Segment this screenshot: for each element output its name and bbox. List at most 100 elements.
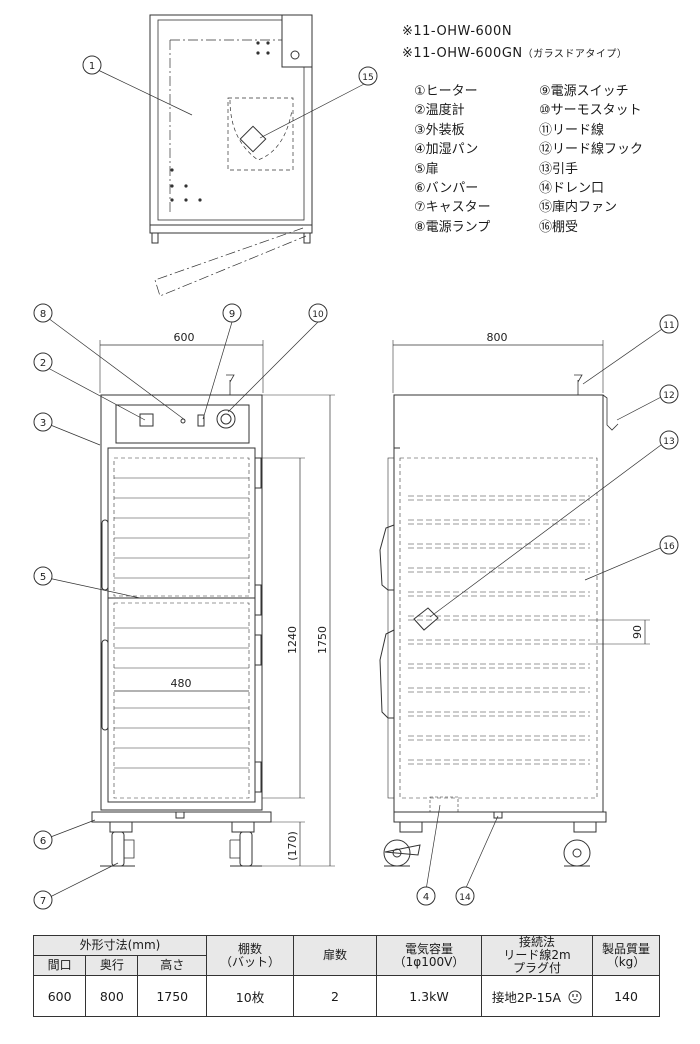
legend-item-lead-wire-hook: ⑫リード線フック: [539, 142, 644, 158]
spec-connection: 接地2P-15A: [481, 975, 593, 1017]
hinge-3: [254, 634, 262, 666]
lead-wire-hook: [602, 394, 619, 431]
spec-header-shelves: 棚数（バット）: [206, 935, 294, 976]
callout-leaders: [47, 69, 666, 899]
spec-header-shelves-line2: （バット）: [219, 954, 280, 969]
model-type-note: （ガラスドアタイプ）: [522, 49, 628, 60]
legend-item-drain: ⑭ドレン口: [539, 181, 605, 197]
spec-shelves: 10枚: [206, 975, 294, 1017]
side-handle-upper: [379, 524, 395, 591]
cabinet-drawing: 600 480: [33, 14, 679, 910]
callout-16-number: 16: [663, 542, 675, 552]
top-view-fan: [239, 125, 267, 153]
callout-11-number: 11: [663, 321, 674, 331]
callout-12: 12: [659, 384, 679, 404]
legend-item-shelf-rail: ⑯棚受: [539, 219, 579, 235]
lead-wire-top: [226, 374, 235, 395]
top-view-foot-right: [303, 232, 311, 244]
hinge-2: [254, 584, 262, 616]
top-view-foot-left: [151, 232, 159, 244]
caster-brake: [384, 844, 421, 856]
dim-caster-height: (170): [286, 831, 299, 861]
callout-5-number: 5: [40, 572, 46, 583]
top-view: [149, 14, 313, 297]
front-caster-left: [111, 831, 125, 867]
power-lamp: [180, 418, 186, 424]
dim-front-width: 600: [174, 331, 195, 344]
callout-12-number: 12: [663, 391, 674, 401]
parts-legend-left: ①ヒーター ②温度計 ③外装板 ④加湿パン ⑤扉 ⑥バンパー ⑦キャスター ⑧電…: [414, 82, 554, 237]
side-caster-mount-front: [399, 821, 423, 833]
top-view-bumper: [149, 224, 313, 234]
spec-header-connection-line1: 接続法: [518, 935, 555, 949]
callout-2-number: 2: [40, 358, 46, 369]
control-panel: [115, 404, 250, 444]
spec-header-outer-dims: 外形寸法(mm): [33, 935, 207, 956]
spec-header-connection-line2: リード線2m: [503, 948, 571, 962]
legend-item-bumper: ⑥バンパー: [414, 181, 479, 197]
spec-row: 600 800 1750 10枚 2 1.3kW 接地2P-15A 140: [32, 975, 660, 1017]
legend-item-caster: ⑦キャスター: [414, 200, 491, 216]
parts-legend-right: ⑨電源スイッチ ⑩サーモスタット ⑪リード線 ⑫リード線フック ⑬引手 ⑭ドレン…: [539, 82, 679, 237]
callout-3-number: 3: [40, 418, 46, 429]
front-view: 600 480: [91, 331, 335, 867]
callout-8-number: 8: [40, 309, 46, 320]
dim-side-depth: 800: [487, 331, 508, 344]
side-lead-wire: [574, 374, 583, 395]
legend-item-handle: ⑬引手: [539, 161, 579, 177]
front-caster-mount-left: [109, 821, 133, 833]
callout-10: 10: [308, 303, 328, 323]
hinge-1: [254, 457, 262, 489]
side-caster-wheel-rear: [563, 839, 591, 867]
callout-6: 6: [33, 830, 53, 850]
dim-inner-width: 480: [171, 677, 192, 690]
spec-power: 1.3kW: [376, 975, 482, 1017]
legend-item-power-switch: ⑨電源スイッチ: [539, 84, 629, 99]
spec-header-doors: 扉数: [293, 935, 377, 976]
legend-item-fan: ⑮庫内ファン: [539, 200, 618, 216]
spec-weight: 140: [592, 975, 660, 1017]
hinge-4: [254, 761, 262, 793]
callout-1: 1: [82, 55, 102, 75]
top-view-door-swing: [154, 227, 307, 297]
front-bumper: [91, 811, 272, 823]
model-name-glass-main: ※11-OHW-600GN: [402, 46, 523, 61]
callout-13: 13: [659, 430, 679, 450]
spec-header-depth: 奥行: [85, 955, 139, 976]
callout-4-number: 4: [423, 892, 429, 903]
top-view-knob: [290, 50, 300, 60]
callout-4: 4: [416, 886, 436, 906]
thermostat-center: [220, 413, 232, 425]
thermostat-dial: [216, 409, 236, 429]
lower-door: [107, 597, 256, 803]
legend-item-power-lamp: ⑧電源ランプ: [414, 219, 491, 235]
spec-header-weight: 製品質量（kg）: [592, 935, 660, 976]
callout-1-number: 1: [89, 61, 95, 72]
spec-header-power-line2: （1φ100V）: [393, 954, 465, 969]
callout-7-number: 7: [40, 896, 46, 907]
spec-table: 外形寸法(mm) 棚数（バット） 扉数 電気容量（1φ100V） 接続法リード線…: [32, 935, 660, 1017]
dim-total-height: 1750: [316, 626, 329, 654]
callout-7: 7: [33, 890, 53, 910]
side-drain: [493, 811, 503, 819]
model-name-glass: ※11-OHW-600GN（ガラスドアタイプ）: [402, 45, 627, 61]
side-caster-mount-rear: [573, 821, 597, 833]
front-shelf-marks: [114, 477, 249, 769]
spec-header-shelves-line1: 棚数: [237, 941, 262, 956]
lower-door-handle: [101, 639, 109, 731]
top-view-fan-area: [227, 97, 294, 171]
callout-16: 16: [659, 535, 679, 555]
power-switch: [197, 414, 205, 427]
side-pull-handle: [413, 607, 439, 631]
side-shelf-rails: [408, 495, 590, 765]
legend-item-outer-panel: ③外装板: [414, 122, 465, 138]
spec-connection-text: 接地2P-15A: [491, 989, 562, 1005]
spec-header-power: 電気容量（1φ100V）: [376, 935, 482, 976]
callout-14-number: 14: [459, 893, 471, 903]
thermometer: [139, 413, 154, 427]
callout-14: 14: [455, 886, 475, 906]
top-view-inner: [157, 19, 305, 221]
side-interior: [399, 457, 598, 799]
upper-door-handle: [101, 519, 109, 591]
